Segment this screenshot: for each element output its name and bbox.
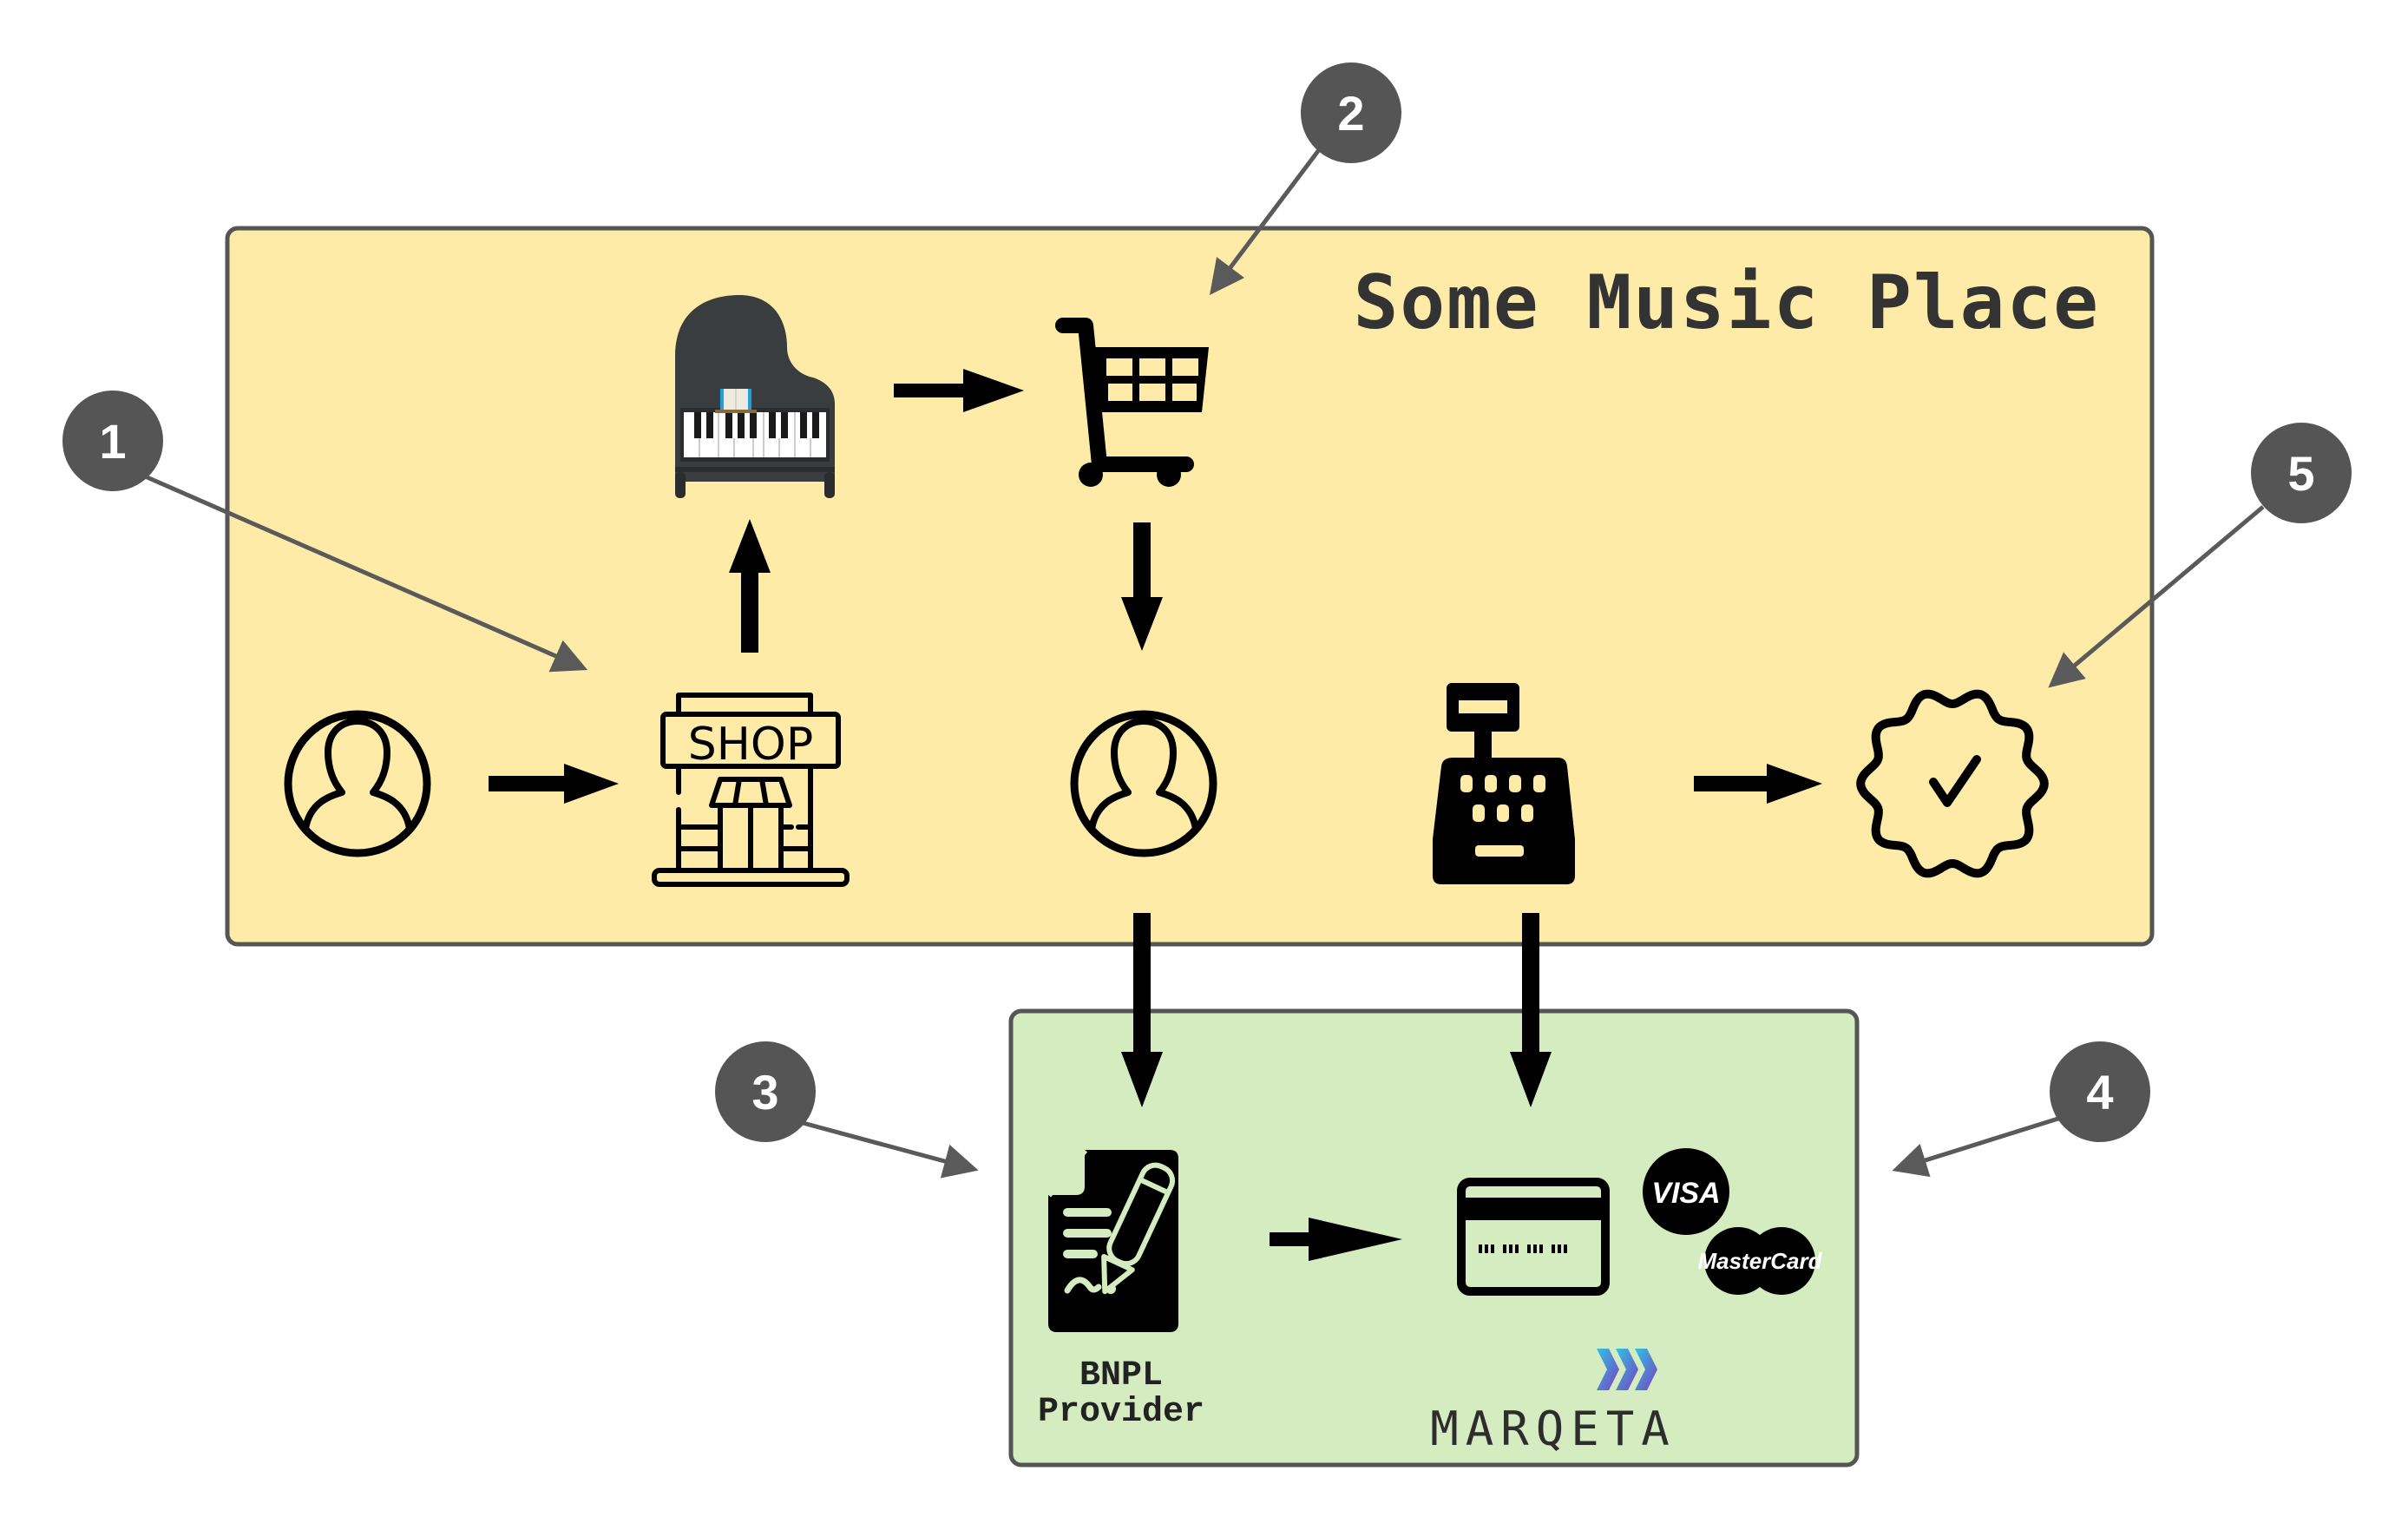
callout-arrow-3 bbox=[796, 1119, 979, 1179]
merchant-title: Some Music Place bbox=[1354, 259, 2100, 346]
marqeta-label: MARQETA bbox=[1430, 1402, 1676, 1456]
shop-icon: SHOP bbox=[652, 693, 850, 887]
flow-arrow-bnpl-to-card bbox=[1270, 1218, 1402, 1261]
svg-text:3: 3 bbox=[751, 1065, 778, 1120]
user-circle-icon bbox=[284, 710, 431, 857]
signed-contract-icon bbox=[1045, 1147, 1178, 1332]
callout-badge-1: 1 bbox=[62, 391, 163, 491]
shopping-cart-icon bbox=[1055, 318, 1209, 487]
cash-register-icon bbox=[1433, 683, 1575, 884]
flow-arrow-shop-to-piano bbox=[729, 519, 771, 653]
svg-text:5: 5 bbox=[2287, 446, 2314, 501]
svg-text:1: 1 bbox=[99, 414, 126, 469]
flow-arrow-checkout-to-bnpl bbox=[1121, 913, 1163, 1107]
credit-card-icon bbox=[1457, 1178, 1610, 1296]
callout-badge-3: 3 bbox=[715, 1041, 816, 1142]
mastercard-logo-icon: MasterCard bbox=[1697, 1227, 1823, 1295]
svg-text:SHOP: SHOP bbox=[688, 719, 813, 771]
callout-arrow-1 bbox=[141, 473, 588, 673]
visa-logo-icon: VISA bbox=[1643, 1148, 1729, 1235]
callout-arrows bbox=[141, 146, 2265, 1179]
flow-arrows bbox=[489, 369, 1822, 1261]
flow-arrow-piano-to-cart bbox=[894, 369, 1024, 412]
svg-text:2: 2 bbox=[1337, 86, 1364, 141]
verified-badge-icon bbox=[1856, 689, 2049, 878]
grand-piano-icon bbox=[675, 295, 835, 498]
flow-arrow-register-to-approved bbox=[1694, 764, 1822, 804]
user-circle-icon bbox=[1070, 710, 1217, 857]
flow-arrow-cart-to-checkout bbox=[1121, 522, 1163, 651]
bnpl-label-line1: BNPL bbox=[1079, 1356, 1163, 1395]
bnpl-label-line2: Provider bbox=[1038, 1393, 1204, 1432]
callout-arrow-4 bbox=[1892, 1115, 2062, 1178]
callout-arrow-2 bbox=[1209, 146, 1322, 295]
callout-badge-4: 4 bbox=[2050, 1041, 2150, 1142]
flow-arrow-register-to-card bbox=[1510, 913, 1552, 1107]
callout-arrow-5 bbox=[2048, 505, 2265, 688]
flow-arrow-customer-to-shop bbox=[489, 764, 619, 804]
callout-badge-5: 5 bbox=[2251, 423, 2352, 523]
marqeta-logo-icon bbox=[1597, 1349, 1657, 1390]
svg-text:MasterCard: MasterCard bbox=[1697, 1248, 1822, 1274]
callout-badge-2: 2 bbox=[1301, 62, 1401, 163]
svg-text:VISA: VISA bbox=[1651, 1177, 1720, 1210]
svg-text:4: 4 bbox=[2086, 1065, 2113, 1120]
